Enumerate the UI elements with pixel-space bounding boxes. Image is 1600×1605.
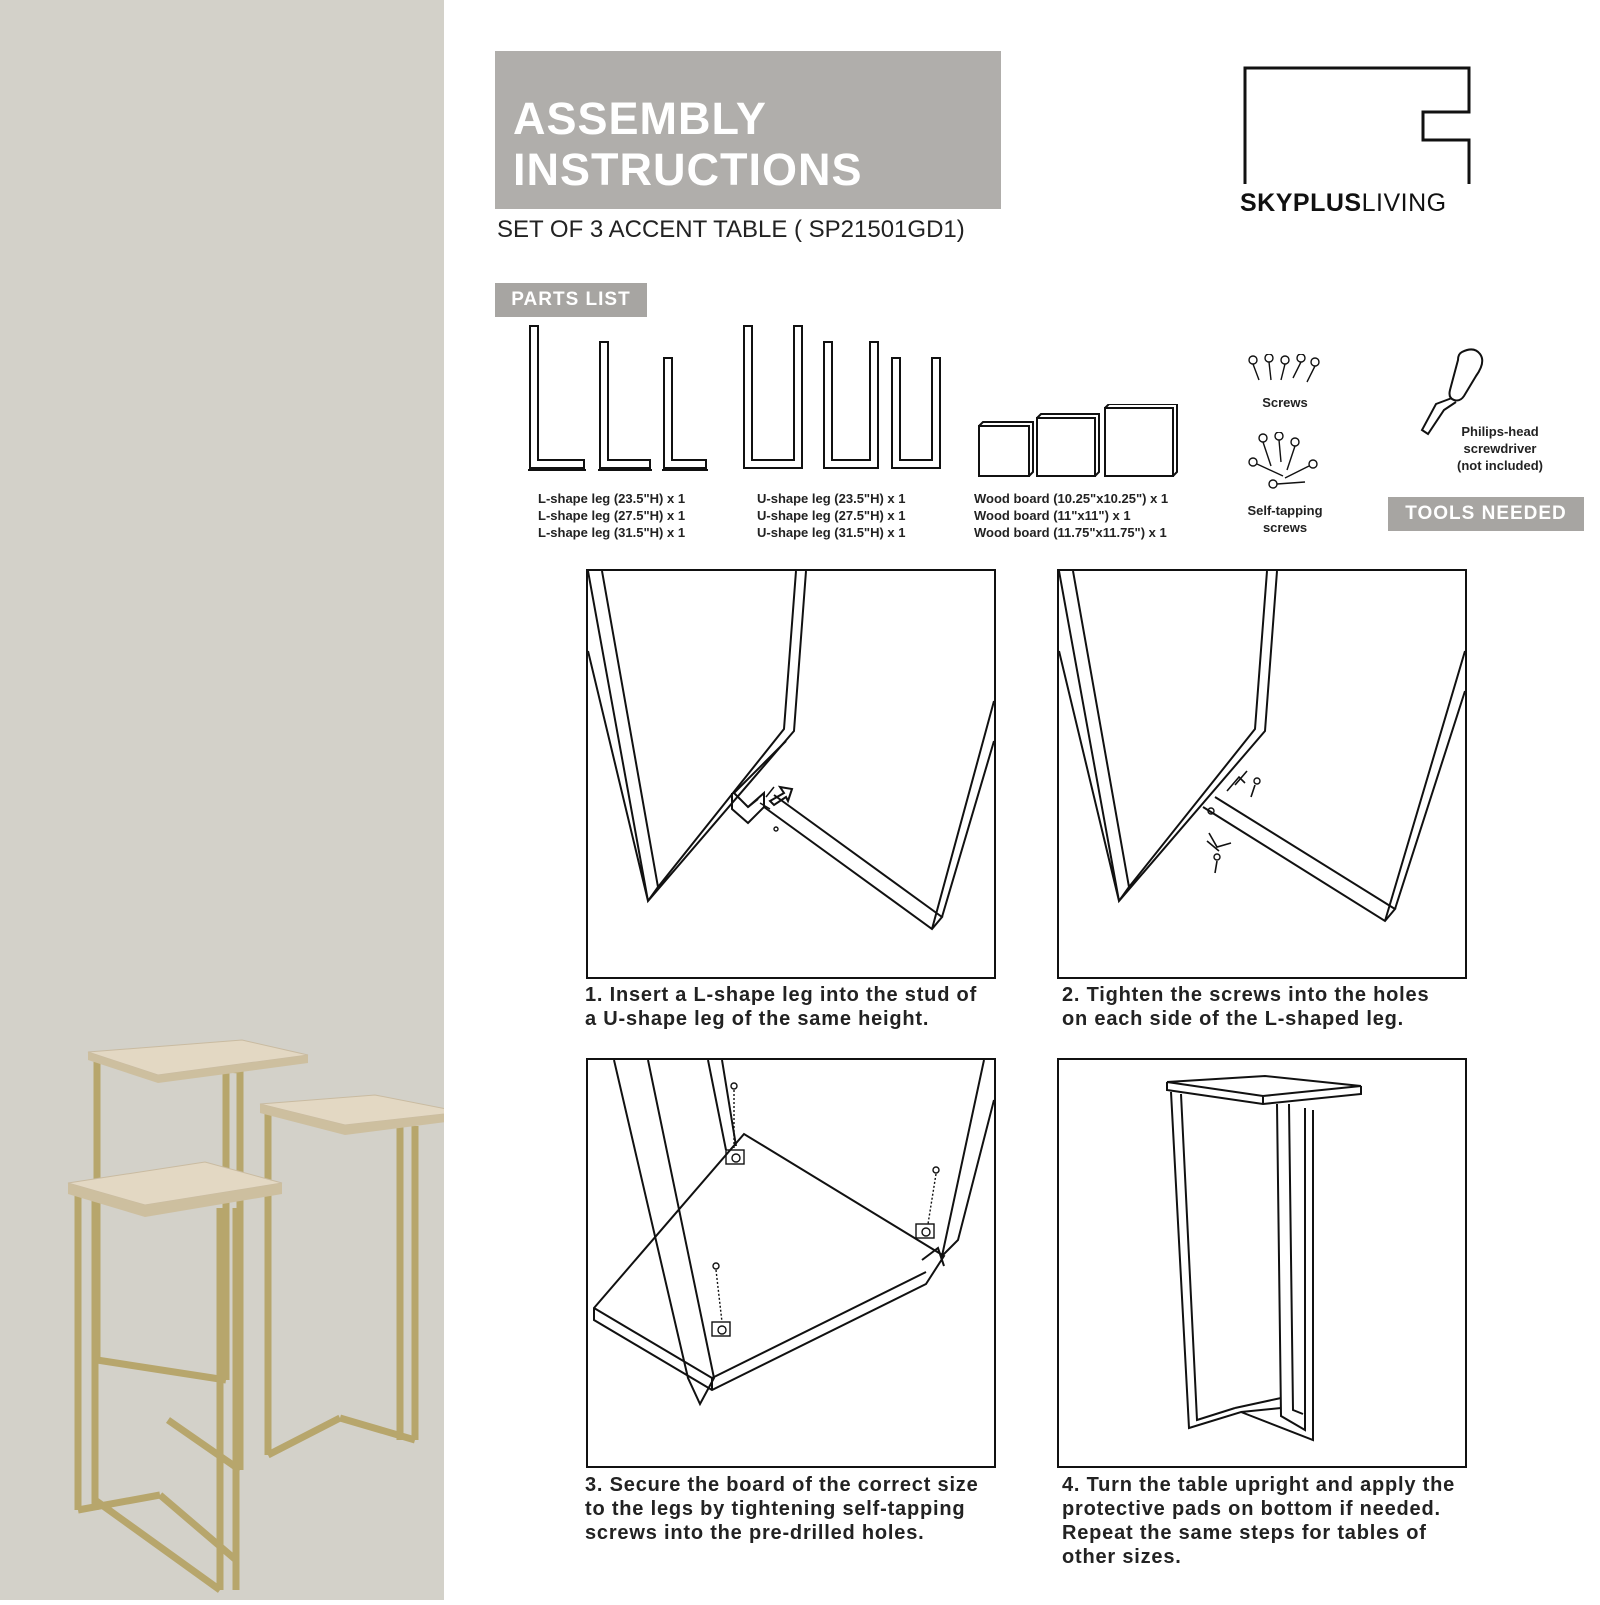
step-1-line: 1. Insert a L-shape leg into the stud of bbox=[585, 984, 978, 1006]
self-tapping-line2: screws bbox=[1262, 520, 1308, 535]
step-1-line: a U-shape leg of the same height. bbox=[585, 1008, 930, 1030]
u-legs-caption: U-shape leg (23.5"H) x 1 U-shape leg (27… bbox=[757, 490, 906, 541]
tools-caption: Philips-head screwdriver (not included) bbox=[1430, 423, 1570, 474]
step-4-line: protective pads on bottom if needed. bbox=[1062, 1498, 1441, 1520]
step-4-line: 4. Turn the table upright and apply the bbox=[1062, 1474, 1456, 1496]
self-tapping-caption: Self-tapping screws bbox=[1225, 502, 1345, 536]
tools-line3: (not included) bbox=[1457, 458, 1543, 473]
board-item: Wood board (11.75"x11.75") x 1 bbox=[974, 525, 1167, 540]
u-leg-item: U-shape leg (27.5"H) x 1 bbox=[757, 508, 906, 523]
screw-icon bbox=[1250, 784, 1256, 798]
l-leg-item: L-shape leg (31.5"H) x 1 bbox=[538, 525, 686, 540]
title-banner: ASSEMBLY INSTRUCTIONS bbox=[495, 51, 1001, 209]
u-shape-legs-icon bbox=[743, 325, 941, 469]
brand-logo-text: SKYPLUSLIVING bbox=[1240, 189, 1447, 218]
product-photo bbox=[67, 1039, 463, 1593]
step-4-text: 4. Turn the table upright and apply the … bbox=[1062, 1473, 1455, 1569]
step-2-line: 2. Tighten the screws into the holes bbox=[1062, 984, 1430, 1006]
step-1-text: 1. Insert a L-shape leg into the stud of… bbox=[585, 983, 977, 1031]
step-3-line: 3. Secure the board of the correct size bbox=[585, 1474, 979, 1496]
step-4-line: Repeat the same steps for tables of bbox=[1062, 1522, 1427, 1544]
title-line-1: ASSEMBLY bbox=[513, 93, 767, 144]
step-3-line: to the legs by tightening self-tapping bbox=[585, 1498, 966, 1520]
step-2-text: 2. Tighten the screws into the holes on … bbox=[1062, 983, 1429, 1031]
tall-table-illustration bbox=[87, 1039, 309, 1473]
front-table-illustration bbox=[67, 1161, 283, 1593]
parts-list-label: PARTS LIST bbox=[495, 283, 647, 317]
board-item: Wood board (11"x11") x 1 bbox=[974, 508, 1131, 523]
bracket-icon bbox=[1226, 770, 1248, 792]
screws-icon bbox=[1248, 354, 1320, 383]
tools-line1: Philips-head bbox=[1461, 424, 1539, 439]
product-photo-panel bbox=[0, 0, 463, 1600]
arrow-icon bbox=[768, 785, 794, 807]
step-3-diagram bbox=[586, 1058, 996, 1468]
l-shape-legs-icon bbox=[528, 325, 708, 471]
step-2-line: on each side of the L-shaped leg. bbox=[1062, 1008, 1405, 1030]
screw-icon bbox=[730, 1082, 738, 1090]
step-3-text: 3. Secure the board of the correct size … bbox=[585, 1473, 979, 1545]
brand-logo-mark bbox=[1243, 66, 1471, 184]
brand-bold: SKYPLUS bbox=[1240, 189, 1362, 217]
u-leg-item: U-shape leg (31.5"H) x 1 bbox=[757, 525, 906, 540]
wood-boards-icon bbox=[978, 404, 1178, 477]
u-leg-item: U-shape leg (23.5"H) x 1 bbox=[757, 491, 906, 506]
step-4-diagram bbox=[1057, 1058, 1467, 1468]
screw-icon bbox=[712, 1262, 720, 1270]
l-leg-item: L-shape leg (27.5"H) x 1 bbox=[538, 508, 686, 523]
l-leg-item: L-shape leg (23.5"H) x 1 bbox=[538, 491, 686, 506]
screwdriver-icon bbox=[1420, 348, 1484, 436]
tools-needed-label: TOOLS NEEDED bbox=[1388, 497, 1584, 531]
legs-parts-illustration bbox=[528, 325, 941, 471]
step-1-diagram bbox=[586, 569, 996, 979]
step-2-diagram bbox=[1057, 569, 1467, 979]
screws-label: Screws bbox=[1262, 395, 1308, 410]
boards-caption: Wood board (10.25"x10.25") x 1 Wood boar… bbox=[974, 490, 1168, 541]
step-3-line: screws into the pre-drilled holes. bbox=[585, 1522, 925, 1544]
title-line-2: INSTRUCTIONS bbox=[513, 144, 863, 195]
self-tapping-screws-icon bbox=[1248, 432, 1318, 489]
brand-light: LIVING bbox=[1361, 189, 1447, 217]
tools-line2: screwdriver bbox=[1463, 441, 1537, 456]
self-tapping-line1: Self-tapping bbox=[1247, 503, 1323, 518]
right-table-illustration bbox=[259, 1094, 463, 1459]
board-item: Wood board (10.25"x10.25") x 1 bbox=[974, 491, 1169, 506]
product-subtitle: SET OF 3 ACCENT TABLE ( SP21501GD1) bbox=[497, 216, 965, 243]
l-legs-caption: L-shape leg (23.5"H) x 1 L-shape leg (27… bbox=[538, 490, 685, 541]
step-4-line: other sizes. bbox=[1062, 1546, 1182, 1568]
screw-icon bbox=[1214, 860, 1218, 874]
bracket-icon bbox=[1206, 832, 1232, 852]
screw-icon bbox=[932, 1166, 940, 1174]
